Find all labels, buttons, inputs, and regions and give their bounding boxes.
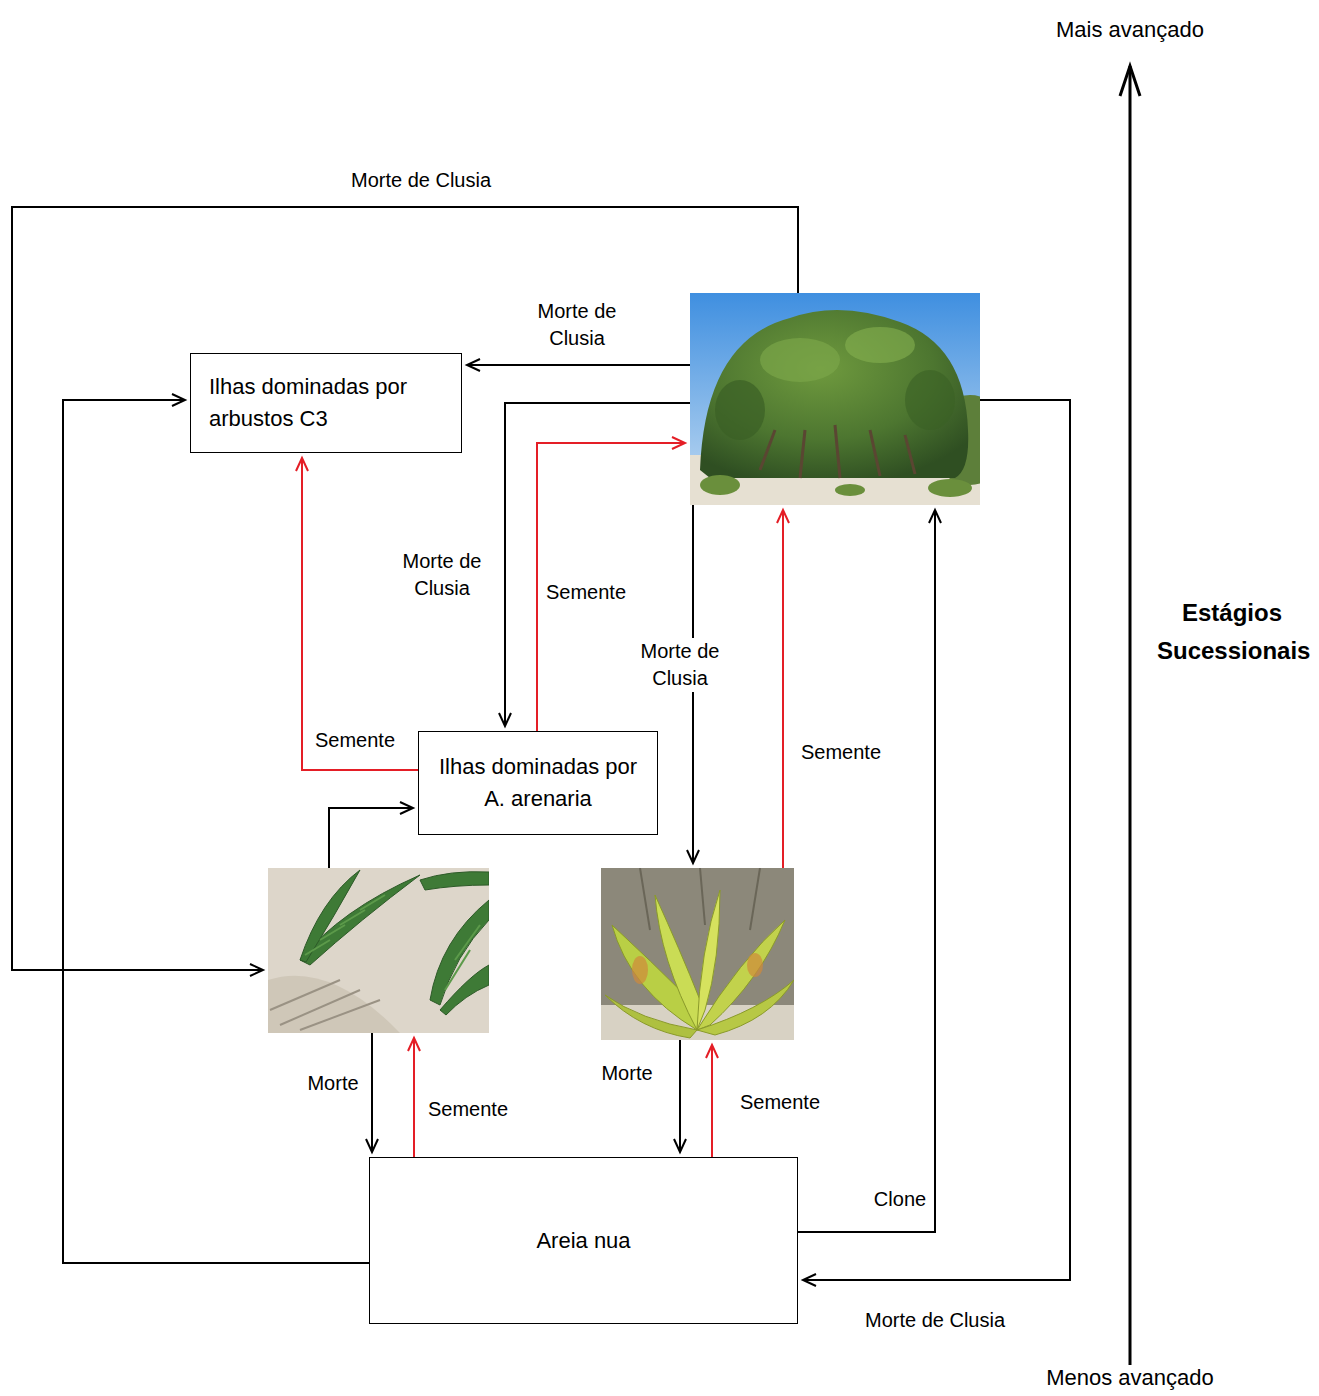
edge-label: Semente <box>738 1089 822 1116</box>
edge-label: Semente <box>313 727 397 754</box>
seed-arrow <box>413 1038 415 1157</box>
palm-photo <box>268 868 489 1033</box>
edge-label: Morte de Clusia <box>349 167 493 194</box>
edge-label: Morte de Clusia <box>390 548 494 602</box>
transition-arrow <box>12 207 798 970</box>
transition-arrow <box>803 400 1070 1280</box>
transition-arrow <box>371 1033 373 1152</box>
axis-end-label: Mais avançado <box>1056 16 1204 45</box>
transition-arrow <box>679 1040 681 1152</box>
edge-label: Clone <box>872 1186 928 1213</box>
transition-arrow <box>329 808 413 868</box>
island-box: Ilhas dominadas por A. arenaria <box>418 731 658 835</box>
edge-label: Semente <box>426 1096 510 1123</box>
node-text: Ilhas dominadas por arbustos C3 <box>209 371 443 435</box>
seed-arrow <box>711 1045 713 1157</box>
transition-arrow <box>63 400 369 1263</box>
axis-title: Estágios Sucessionais <box>1157 594 1307 671</box>
edge-label: Morte <box>599 1060 654 1087</box>
edge-label: Semente <box>544 579 628 606</box>
edge-label: Morte de Clusia <box>628 638 732 692</box>
palm-photo-node <box>268 868 489 1033</box>
edge-label: Morte <box>305 1070 360 1097</box>
bromeliad-photo <box>601 868 794 1040</box>
succession-axis <box>1120 66 1140 1365</box>
transition-arrow <box>798 510 935 1232</box>
edge-label: Morte de Clusia <box>520 298 634 352</box>
transition-arrow <box>467 364 690 366</box>
edge-label: Morte de Clusia <box>863 1307 1007 1334</box>
seed-arrow <box>782 510 784 868</box>
node-text: Areia nua <box>536 1225 630 1257</box>
clusia-photo-node <box>690 293 980 505</box>
axis-end-label: Menos avançado <box>1046 1364 1214 1393</box>
island-box: Ilhas dominadas por arbustos C3 <box>190 353 462 453</box>
seed-arrow <box>302 458 418 770</box>
bare-sand-box: Areia nua <box>369 1157 798 1324</box>
node-text: Ilhas dominadas por A. arenaria <box>437 751 639 815</box>
edge-label: Semente <box>799 739 883 766</box>
clusia-photo <box>690 293 980 505</box>
bromeliad-photo-node <box>601 868 794 1040</box>
